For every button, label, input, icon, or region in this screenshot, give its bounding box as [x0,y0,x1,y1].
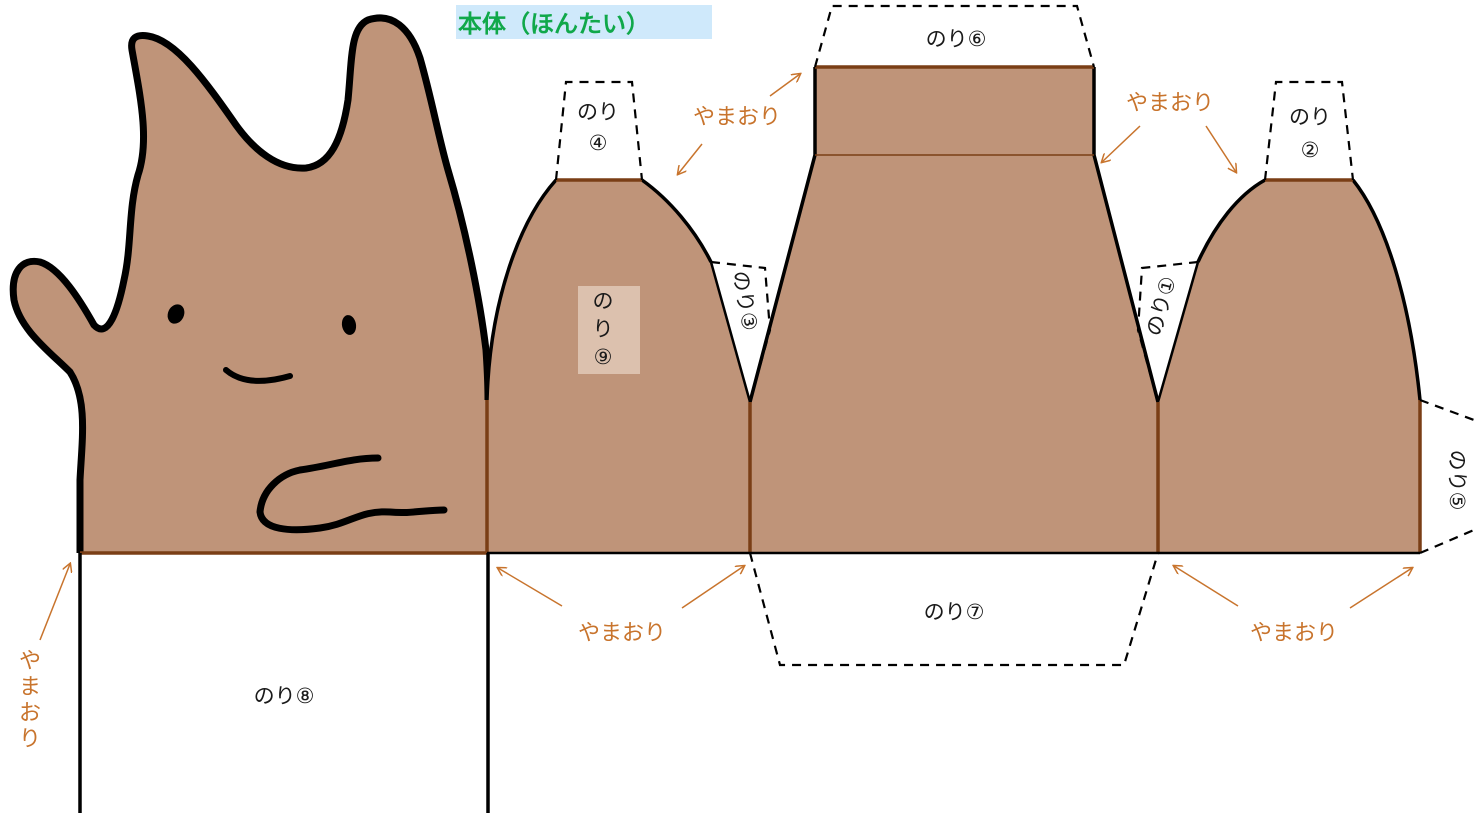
glue7-label: のり⑦ [924,600,985,624]
tab6-outline [813,4,1096,68]
fold-arrow-4a [1174,566,1239,607]
page-title: 本体（ほんたい） [458,10,650,38]
glue4-label-num: ④ [589,131,608,155]
glue8-label: のり⑧ [254,684,315,708]
fold-arrow-1b [678,143,703,174]
title-block: 本体（ほんたい） [456,5,712,39]
tab2-outline [1263,80,1355,181]
right-arch-outline [1196,178,1422,401]
glue9-label-3: ⑨ [594,345,613,369]
glue-tab-outlines [554,4,1474,667]
fold-label-5-1: や [19,649,41,674]
glue3-label: のり③ [728,269,762,333]
tab1-outline [1136,260,1199,403]
title-background [456,5,712,39]
glue-tab-8 [78,553,490,813]
fold-label-2: やまおり [1126,91,1214,116]
fold-label-1: やまおり [693,105,781,130]
right-eye [341,315,357,335]
center-fill [750,67,1158,553]
fold-arrow-4b [1349,568,1412,609]
glue-labels: のり ④ のり ② のり⑥ のり⑦ のり⑧ のり③ のり① のり⑤ の り ⑨ [254,27,1469,708]
tab3-outline [710,260,772,403]
fold-label-5-3: お [19,701,41,726]
character-panel [9,14,492,553]
fold-label-4: やまおり [1250,621,1338,646]
left-arch-side [709,261,752,403]
glue4-label-top: のり [577,100,619,124]
tab5-outline [1419,398,1474,555]
glue5-label: のり⑤ [1445,450,1469,511]
fold-arrow-3b [681,566,744,609]
glue9-label-1: の [593,289,614,313]
arm [256,454,448,534]
fold-label-3: やまおり [578,621,666,646]
glue2-label-top: のり [1289,105,1331,129]
glue9-label-2: り [593,317,614,341]
fold-arrow-1a [769,74,800,97]
left-arch-outline [485,178,713,401]
panel-right-arch [1156,178,1422,553]
glue1-label: のり① [1142,274,1181,339]
character-outline [9,14,492,553]
fold-arrow-5 [39,564,70,641]
glue2-label-num: ② [1301,138,1320,162]
fold-arrow-2a [1102,125,1141,162]
fold-label-5-2: ま [19,675,41,700]
fold-arrow-2b [1205,125,1236,172]
panel-left-arch [485,178,752,553]
mouth [223,367,293,384]
fold-arrow-3a [498,568,563,607]
tab7-outline [748,552,1160,667]
fold-annotations: やまおり やまおり やまおり やまおり や ま お り [19,74,1412,752]
fold-lines [80,400,1422,555]
left-eye [167,304,185,324]
tab4-outline [554,80,644,181]
right-arch-side [1156,261,1200,403]
fold-label-5-4: り [19,727,41,752]
glue9-background [578,286,640,374]
right-arch-fill [1158,180,1420,553]
glue6-label: のり⑥ [926,27,987,51]
character-body [13,17,489,553]
panel-center [748,65,1160,553]
